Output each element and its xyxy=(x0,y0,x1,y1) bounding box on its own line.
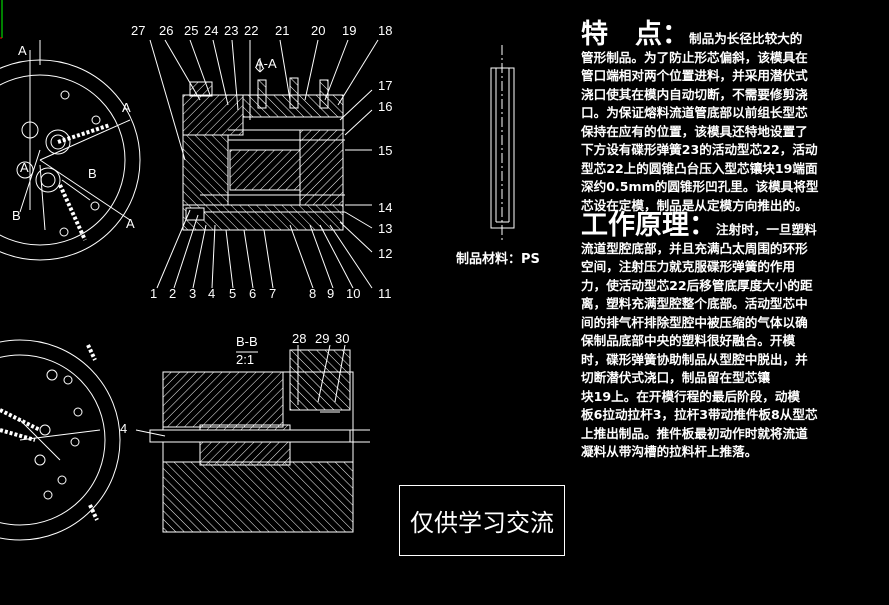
principle-line: 保制品底部中央的塑料很好融合。开模 xyxy=(581,333,796,348)
principle-line: 流道型腔底部，并且充满凸太周围的环形 xyxy=(581,240,808,256)
principle-line: 切断潜伏式浇口，制品留在型芯镶 xyxy=(581,370,770,385)
principle-line: 时，碟形弹簧协助制品从型腔中脱出，并 xyxy=(581,351,808,367)
part-number: 23 xyxy=(224,23,238,38)
view-label-b: B xyxy=(88,166,97,181)
features-line: 浇口使其在模内自动切断，不需要修剪浇 xyxy=(581,86,808,102)
ucs-icon xyxy=(0,0,3,39)
part-number: 21 xyxy=(275,23,289,38)
features-line: 型芯22上的圆锥凸台压入型芯镶块19端面 xyxy=(581,160,818,176)
part-number: 7 xyxy=(269,286,276,301)
product-material-label: 制品材料：PS xyxy=(456,252,540,267)
part-number: 2 xyxy=(169,286,176,301)
top-left-circular-view xyxy=(0,40,141,261)
view-label-a: A xyxy=(126,216,135,231)
features-line: 芯设在定模，制品是从定模方向推出的。 xyxy=(581,197,808,213)
principle-heading: 工作原理： xyxy=(581,210,716,241)
part-number: 15 xyxy=(378,143,392,158)
principle-line: 板6拉动拉杆3，拉杆3带动推件板8从型芯 xyxy=(581,407,818,422)
principle-line: 离，塑料充满型腔整个底部。活动型芯中 xyxy=(581,296,808,311)
part-number: 3 xyxy=(189,286,196,301)
description-notes: 特 点：制品为长径比较大的 管形制品。为了防止形芯偏斜，该模具在管口端相对两个位… xyxy=(581,21,881,462)
features-heading: 特 点： xyxy=(581,19,689,50)
features-line: 口。为保证熔料流道管底部以前组长型芯 xyxy=(581,105,808,120)
main-assembly-section xyxy=(149,39,379,289)
principle-lead: 注射时，一旦塑料 xyxy=(716,222,817,237)
part-number: 19 xyxy=(342,23,356,38)
view-label-b: B xyxy=(12,208,21,223)
part-number: 28 xyxy=(292,331,306,346)
section-label-aa: A-A xyxy=(255,56,277,71)
features-line: 下方设有碟形弹簧23的活动型芯22，活动 xyxy=(581,142,818,157)
part-number: 18 xyxy=(378,23,392,38)
principle-line: 空间，注射压力就克服碟形弹簧的作用 xyxy=(581,259,796,274)
principle-line: 间的排气杆排除型腔中被压缩的气体以确 xyxy=(581,314,808,330)
part-number: 13 xyxy=(378,221,392,236)
part-number: 25 xyxy=(184,23,198,38)
part-number: 26 xyxy=(159,23,173,38)
features-text: 管形制品。为了防止形芯偏斜，该模具在管口端相对两个位置进料，并采用潜伏式浇口使其… xyxy=(581,49,881,216)
principle-text: 流道型腔底部，并且充满凸太周围的环形空间，注射压力就克服碟形弹簧的作用力，使活动… xyxy=(581,240,881,462)
part-number: 4 xyxy=(208,286,215,301)
principle-line: 块19上。在开模行程的最后阶段，动模 xyxy=(581,388,801,404)
part-number: 11 xyxy=(378,286,392,301)
top-callouts: 27 26 25 24 23 22 21 20 19 18 xyxy=(131,23,392,38)
features-line: 保持在应有的位置，该模具还特地设置了 xyxy=(581,123,808,139)
part-number: 24 xyxy=(204,23,218,38)
part-number: 14 xyxy=(378,200,392,215)
part-number: 27 xyxy=(131,23,145,38)
bottom-left-circular-view xyxy=(0,339,121,541)
part-number: 9 xyxy=(327,286,334,301)
part-number: 4 xyxy=(120,421,127,436)
section-label-bb: B-B xyxy=(236,334,258,349)
view-label-a: A xyxy=(20,160,29,175)
part-number: 10 xyxy=(346,286,360,301)
part-number: 6 xyxy=(249,286,256,301)
principle-line: 凝料从带沟槽的拉料杆上推落。 xyxy=(581,444,758,459)
right-callouts: 17 16 15 14 13 12 11 xyxy=(378,78,392,301)
product-tube-drawing xyxy=(490,45,515,240)
features-line: 管形制品。为了防止形芯偏斜，该模具在 xyxy=(581,49,808,65)
scale-label: 2:1 xyxy=(236,352,254,367)
features-lead: 制品为长径比较大的 xyxy=(689,31,803,46)
part-number: 5 xyxy=(229,286,236,301)
features-line: 深约0.5mm的圆锥形凹孔里。该模具将型 xyxy=(581,179,819,194)
part-number: 12 xyxy=(378,246,392,261)
section-bb-view xyxy=(135,344,370,533)
part-number: 17 xyxy=(378,78,392,93)
part-number: 29 xyxy=(315,331,329,346)
features-line: 管口端相对两个位置进料，并采用潜伏式 xyxy=(581,68,808,83)
part-number: 8 xyxy=(309,286,316,301)
part-number: 20 xyxy=(311,23,325,38)
part-number: 1 xyxy=(150,286,157,301)
watermark-box: 仅供学习交流 xyxy=(399,485,565,556)
view-label-a: A xyxy=(122,100,131,115)
principle-line: 力，使活动型芯22后移管底厚度大小的距 xyxy=(581,277,813,293)
principle-line: 上推出制品。推件板最初动作时就将流道 xyxy=(581,425,808,441)
part-number: 16 xyxy=(378,99,392,114)
part-number: 22 xyxy=(244,23,258,38)
bottom-callouts: 1 2 3 4 5 6 7 8 9 10 xyxy=(150,286,360,301)
part-number: 30 xyxy=(335,331,349,346)
view-label-a: A xyxy=(18,43,27,58)
